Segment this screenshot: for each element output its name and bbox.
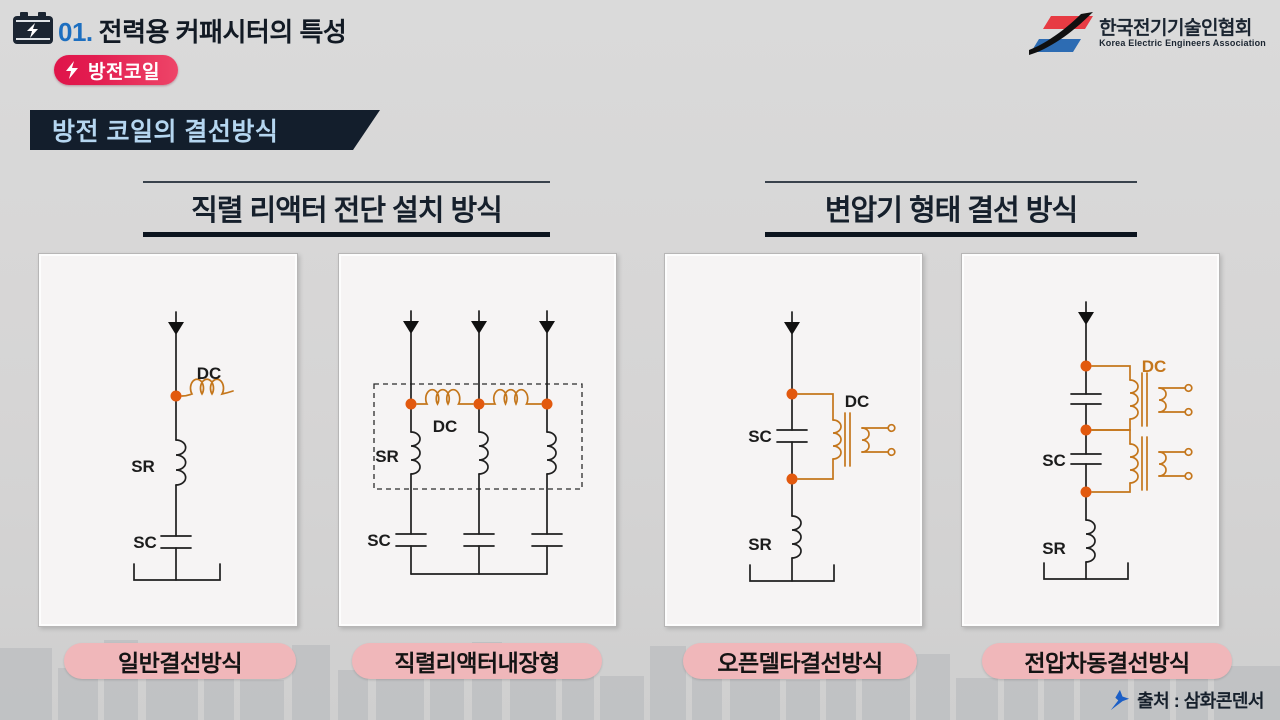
sc-label: SC bbox=[367, 531, 391, 550]
diagram-panel-open-delta: DC SC SR bbox=[664, 253, 923, 627]
diagram-panel-voltage-differential: DC SC bbox=[961, 253, 1220, 627]
sr-label: SR bbox=[375, 447, 399, 466]
association-name-kr: 한국전기기술인협회 bbox=[1099, 18, 1252, 40]
diagram-panel-built-in-reactor: DC SR SC bbox=[338, 253, 617, 627]
sr-label: SR bbox=[1042, 539, 1066, 558]
caption-voltage-differential: 전압차동결선방식 bbox=[982, 643, 1232, 679]
association-name-en: Korea Electric Engineers Association bbox=[1099, 38, 1266, 49]
banner: 방전 코일의 결선방식 bbox=[30, 110, 380, 150]
sr-label: SR bbox=[131, 457, 155, 476]
dc-label: DC bbox=[1142, 357, 1167, 376]
pushpin-icon bbox=[1110, 689, 1130, 711]
section-heading-right: 변압기 형태 결선 방식 bbox=[765, 181, 1137, 237]
phase-lines bbox=[403, 310, 555, 433]
dc-label: DC bbox=[197, 364, 222, 383]
circuit-voltage-differential: DC SC bbox=[1042, 301, 1193, 580]
battery-icon bbox=[13, 12, 53, 44]
circuit-built-in-reactor: DC SR SC bbox=[367, 310, 583, 575]
circuit-general: DC SR SC bbox=[131, 311, 234, 581]
supply-arrow bbox=[168, 322, 184, 335]
capacitors bbox=[395, 533, 563, 547]
junction-dot bbox=[170, 390, 182, 402]
sc-label: SC bbox=[133, 533, 157, 552]
section-title-text: 전력용 커패시터의 특성 bbox=[98, 17, 347, 47]
section-heading-left: 직렬 리액터 전단 설치 방식 bbox=[143, 181, 550, 237]
caption-general-wiring: 일반결선방식 bbox=[64, 643, 296, 679]
source-text: 출처 : 삼화콘덴서 bbox=[1137, 691, 1264, 711]
page-title: 01.전력용 커패시터의 특성 bbox=[58, 12, 347, 49]
circuit-open-delta: DC SC SR bbox=[748, 311, 896, 582]
topic-badge: 방전코일 bbox=[54, 55, 178, 85]
dc-label: DC bbox=[845, 392, 870, 411]
lightning-icon bbox=[66, 61, 78, 79]
dashed-enclosure bbox=[373, 383, 583, 490]
sr-label: SR bbox=[748, 535, 772, 554]
section-number: 01. bbox=[58, 17, 93, 47]
diagram-panel-general: DC SR SC bbox=[38, 253, 298, 627]
association-logo: 한국전기기술인협회 Korea Electric Engineers Assoc… bbox=[1029, 12, 1266, 56]
topic-badge-label: 방전코일 bbox=[88, 61, 160, 83]
caption-built-in-reactor: 직렬리액터내장형 bbox=[352, 643, 602, 679]
banner-title: 방전 코일의 결선방식 bbox=[52, 118, 279, 146]
caption-open-delta: 오픈델타결선방식 bbox=[683, 643, 917, 679]
sc-label: SC bbox=[1042, 451, 1066, 470]
association-logo-icon bbox=[1029, 12, 1094, 55]
sc-label: SC bbox=[748, 427, 772, 446]
source-note: 출처 : 삼화콘덴서 bbox=[1108, 687, 1264, 713]
dc-label: DC bbox=[433, 417, 458, 436]
association-logo-text: 한국전기기술인협회 Korea Electric Engineers Assoc… bbox=[1099, 19, 1266, 48]
